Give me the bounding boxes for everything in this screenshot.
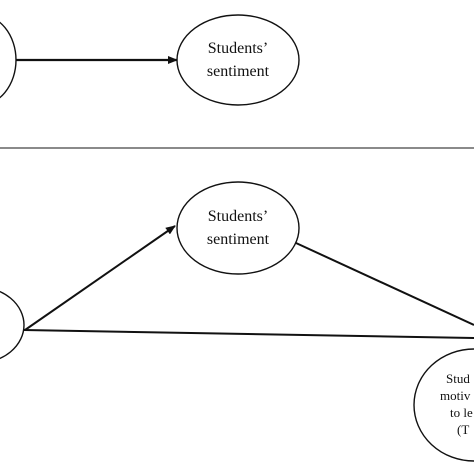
- top-sentiment-line2: sentiment: [207, 63, 270, 80]
- students-motivation-node: [413, 348, 474, 462]
- bottom-sentiment-line2: sentiment: [207, 231, 270, 248]
- bottom-direct-path: [23, 329, 474, 339]
- motivation-line2: motiv: [440, 388, 471, 403]
- top-sentiment-line1: Students’: [208, 40, 268, 57]
- motivation-line1: Stud: [446, 371, 470, 386]
- students-sentiment-node-bottom: [176, 181, 300, 275]
- motivation-line3: to le: [450, 405, 473, 420]
- bottom-arrow-left-to-sentiment: [24, 225, 176, 331]
- bottom-sentiment-line1: Students’: [208, 208, 268, 225]
- bottom-panel: Students’ sentiment Stud motiv to le (T: [0, 181, 474, 462]
- top-panel: Students’ sentiment: [0, 14, 300, 106]
- top-left-node-ellipse: [0, 21, 17, 99]
- bottom-arrow-sentiment-to-right: [295, 242, 474, 326]
- bottom-left-node-ellipse: [0, 290, 25, 360]
- motivation-line4: (T: [457, 422, 469, 437]
- students-sentiment-node-top: [176, 14, 300, 106]
